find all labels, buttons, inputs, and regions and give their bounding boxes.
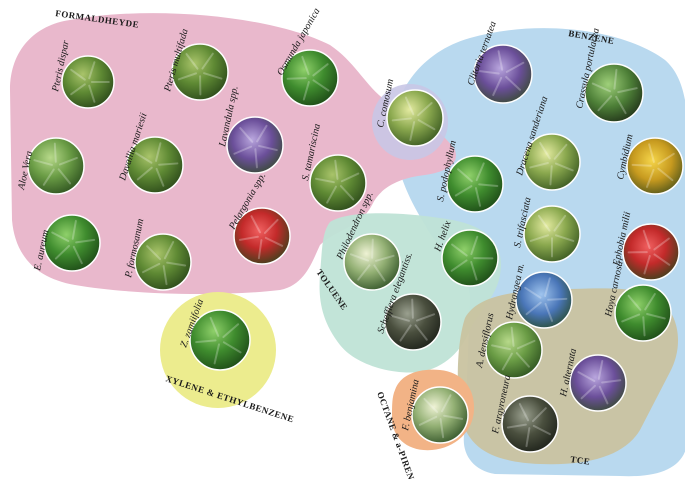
plant-photo (28, 138, 84, 194)
plant-photo (412, 387, 468, 443)
plant-photo (387, 90, 443, 146)
leaf-texture (372, 240, 373, 258)
leaf-texture (643, 317, 644, 335)
leaf-texture (548, 299, 566, 300)
leaf-texture (55, 144, 56, 162)
plant-photo (627, 138, 683, 194)
leaf-texture (550, 166, 551, 184)
plant-photo (615, 285, 671, 341)
plant-photo (44, 215, 100, 271)
plant-node: Osmunda japonica (275, 6, 338, 106)
plant-photo (486, 322, 542, 378)
plant-photo (310, 155, 366, 211)
plant-photo (516, 272, 572, 328)
leaf-texture (288, 78, 306, 79)
leaf-texture (633, 165, 651, 166)
leaf-texture (159, 163, 177, 164)
leaf-texture (412, 300, 413, 318)
plant-photo (502, 396, 558, 452)
plant-photo (570, 355, 626, 411)
plant-photo (447, 156, 503, 212)
plant-photo (227, 117, 283, 173)
plant-photo (585, 64, 643, 122)
plant-photo (135, 234, 191, 290)
